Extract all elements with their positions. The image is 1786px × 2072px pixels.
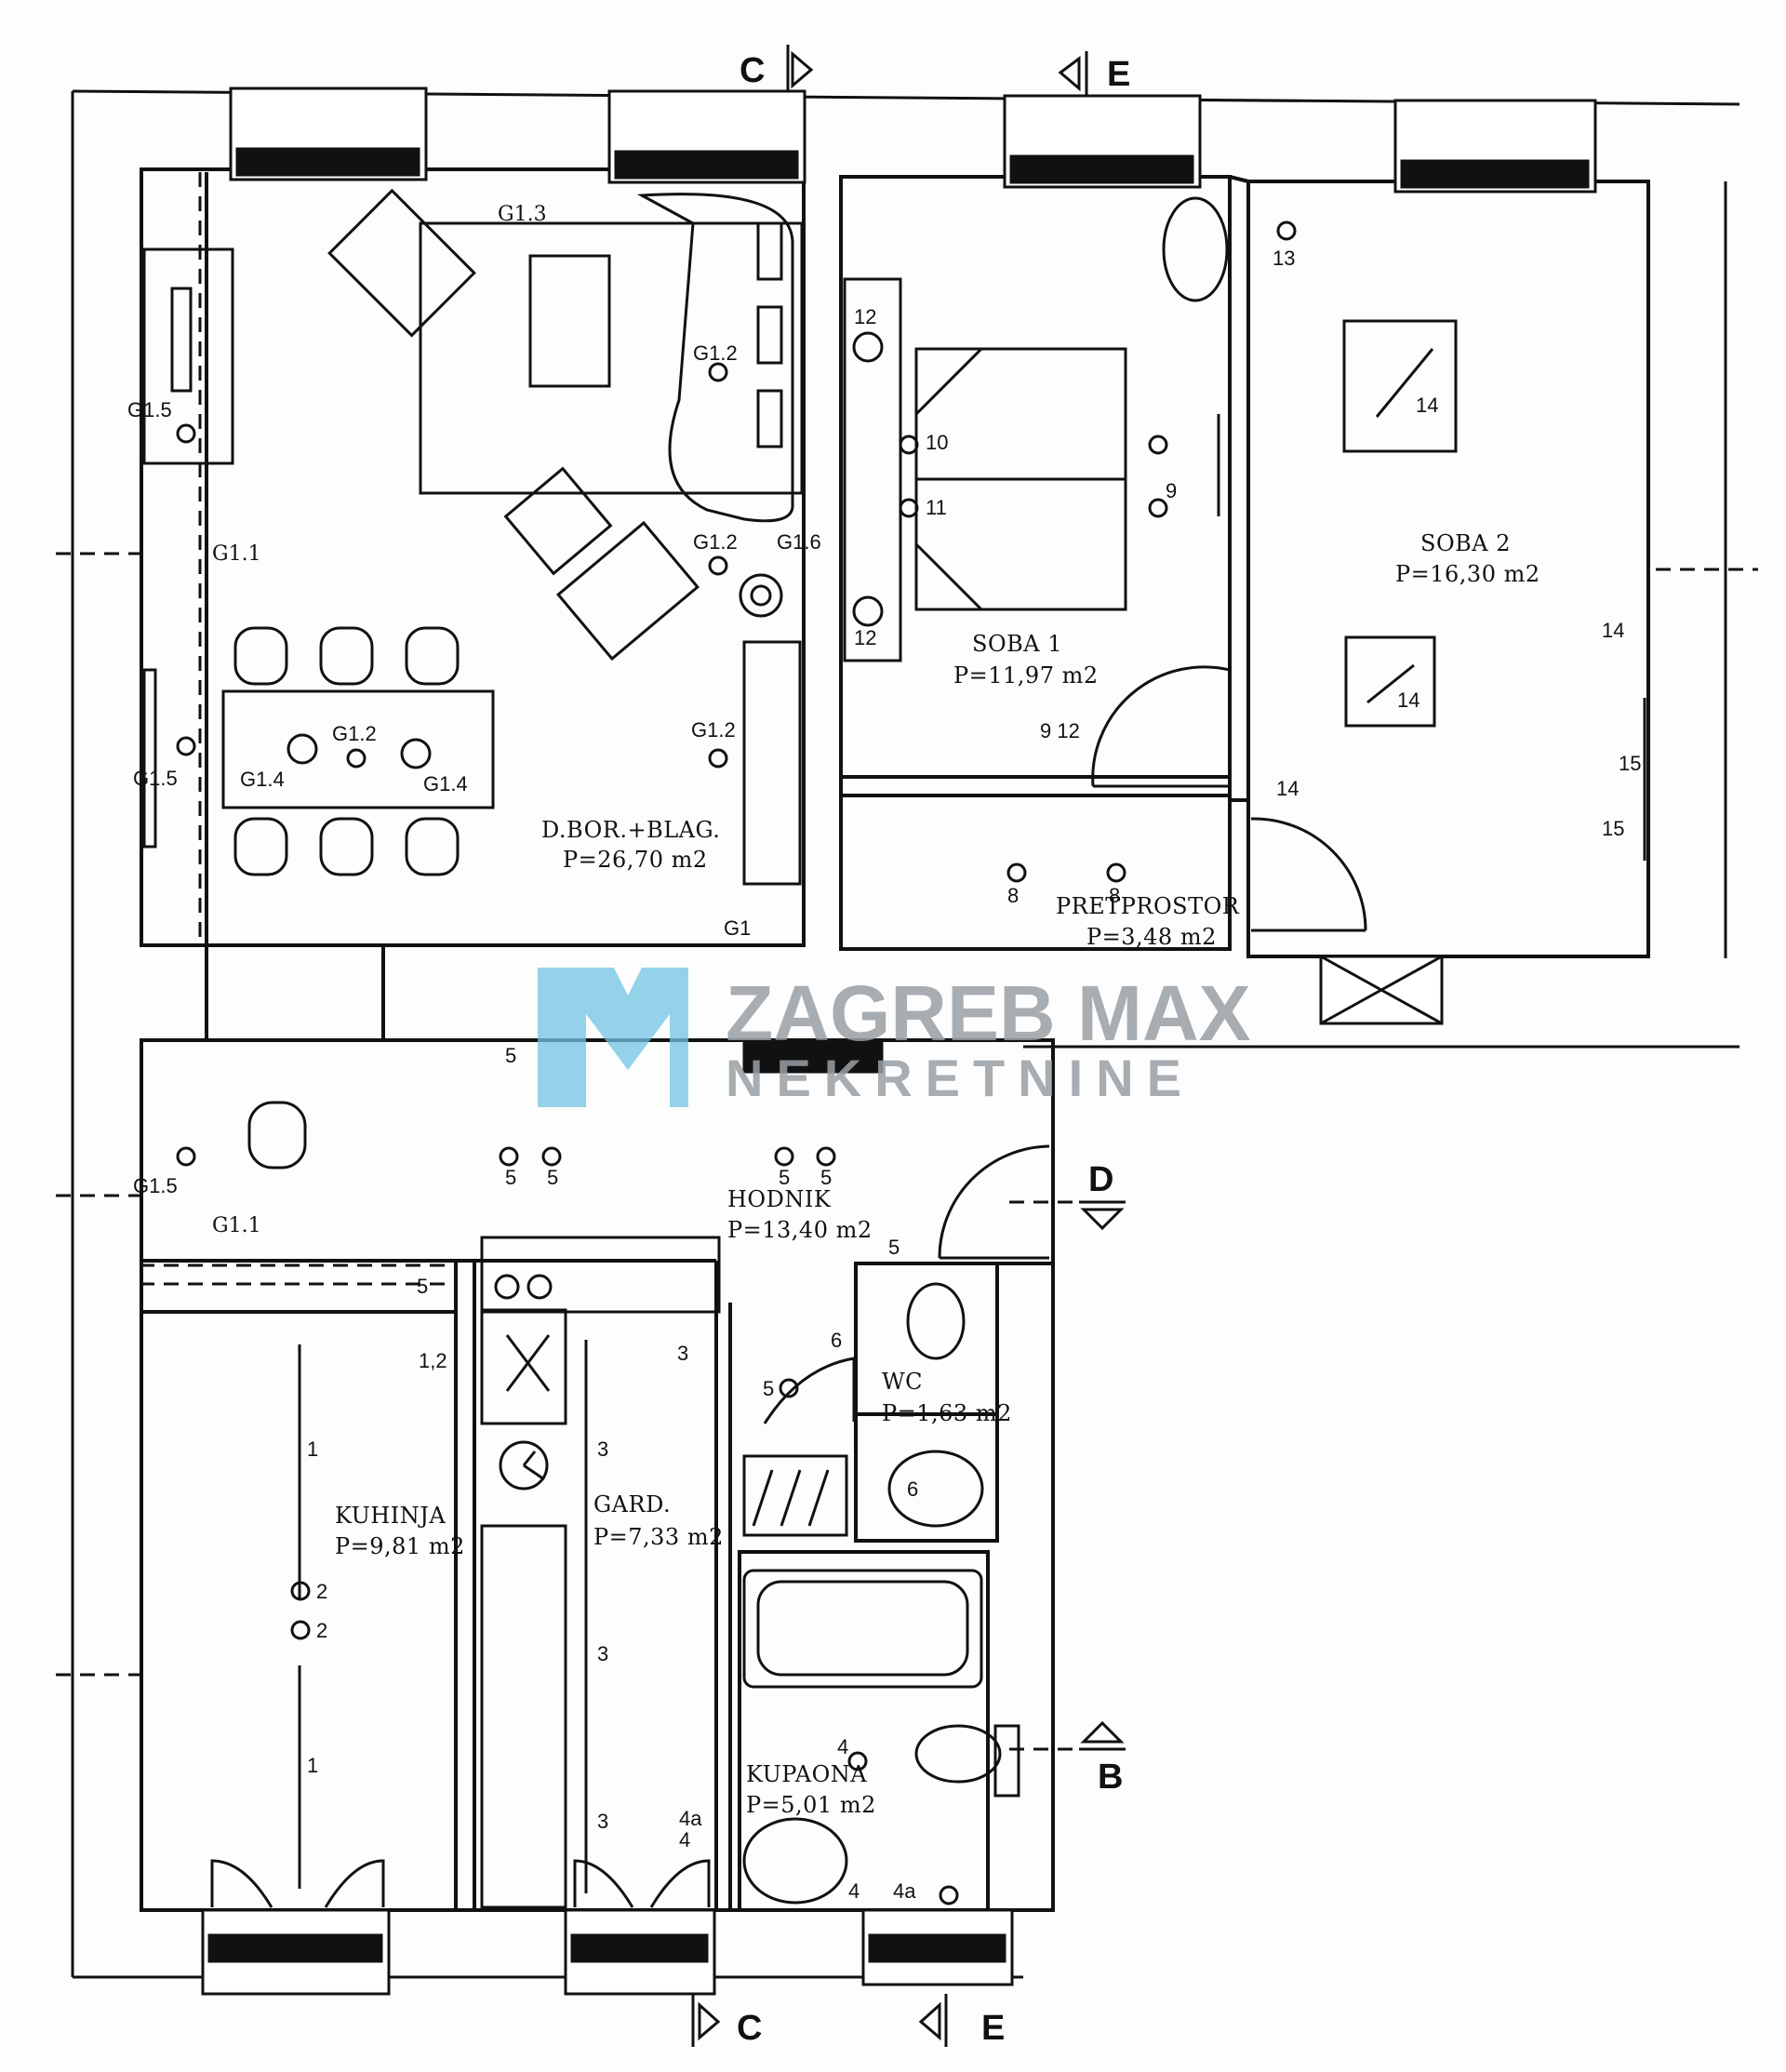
tag-14-c: 14	[1276, 777, 1299, 800]
tag-g11-b: G1.1	[212, 1214, 261, 1237]
hallway-area: P=13,40 m2	[727, 1217, 873, 1243]
tag-g12-b: G1.2	[693, 530, 738, 554]
hallway-furniture	[210, 1101, 1050, 1909]
tag-g15-b: G1.5	[133, 767, 178, 790]
bath-fixtures	[742, 1282, 1020, 1905]
tag-8-b: 8	[1109, 884, 1120, 907]
section-c-top: C	[740, 51, 765, 90]
tag-4-b: 4	[679, 1828, 690, 1851]
kitchen-area: P=9,81 m2	[335, 1533, 465, 1559]
bedroom2-furniture	[1250, 319, 1646, 932]
tag-6-a: 6	[907, 1477, 918, 1501]
tag-g12-c: G1.2	[691, 718, 736, 742]
bedroom1-furniture	[843, 196, 1231, 788]
tag-4a-b: 4a	[893, 1879, 916, 1903]
wc-name: WC	[882, 1369, 923, 1395]
fixture-tags: G1.3 G1.2 G1.2 G1.2 G1.2 G1.6 G1.1 G1.1 …	[127, 203, 1641, 1903]
bedroom2-area: P=16,30 m2	[1395, 561, 1540, 587]
section-e-top: E	[1107, 55, 1130, 94]
tag-5-b: 5	[547, 1166, 558, 1189]
tag-15-a: 15	[1619, 752, 1641, 775]
tag-g1: G1	[724, 916, 751, 940]
tag-g11-a: G1.1	[212, 542, 261, 566]
hallway-name: HODNIK	[727, 1186, 832, 1212]
tag-9-12: 9 12	[1040, 719, 1080, 742]
tag-8-a: 8	[1007, 884, 1019, 907]
dashed-lines	[56, 172, 1758, 1751]
watermark-line2: NEKRETNINE	[726, 1049, 1194, 1107]
section-e-bottom: E	[981, 2009, 1005, 2048]
section-c-bottom: C	[737, 2009, 762, 2048]
living-room-name: D.BOR.+BLAG.	[541, 817, 720, 843]
tag-5-e: 5	[505, 1044, 516, 1067]
bedroom1-area: P=11,97 m2	[953, 662, 1099, 688]
watermark-line1: ZAGREB MAX	[726, 969, 1251, 1057]
tag-9: 9	[1166, 479, 1177, 502]
tag-13: 13	[1273, 247, 1295, 270]
tag-15-b: 15	[1602, 817, 1624, 840]
tag-2-b: 2	[316, 1619, 327, 1642]
tag-g15-c: G1.5	[133, 1174, 178, 1197]
tag-2-a: 2	[316, 1580, 327, 1603]
tag-4-a: 4	[837, 1735, 848, 1758]
tag-g14-b: G1.4	[423, 772, 468, 795]
watermark-logo-icon	[538, 968, 688, 1107]
bathroom-area: P=5,01 m2	[746, 1792, 876, 1818]
tag-3-b: 3	[597, 1642, 608, 1665]
tag-g12-a: G1.2	[693, 341, 738, 365]
tag-1-2: 1,2	[419, 1349, 447, 1372]
section-marks	[691, 45, 1126, 2047]
entry-area: P=3,48 m2	[1086, 924, 1217, 950]
tag-3-d: 3	[677, 1342, 688, 1365]
tag-5-d: 5	[820, 1166, 832, 1189]
tag-4-c: 4	[848, 1879, 860, 1903]
tag-11: 11	[926, 496, 947, 519]
windows	[201, 87, 1597, 1996]
section-d: D	[1088, 1160, 1113, 1199]
tag-g15-a: G1.5	[127, 398, 172, 421]
living-furniture	[142, 188, 804, 886]
tag-3-c: 3	[597, 1810, 608, 1833]
tag-3-a: 3	[597, 1437, 608, 1461]
tag-4a-a: 4a	[679, 1807, 702, 1830]
tag-14-d: 14	[1602, 619, 1624, 642]
tag-14-b: 14	[1397, 688, 1419, 712]
tag-5-f: 5	[888, 1236, 900, 1259]
tag-12-b: 12	[854, 626, 876, 649]
wc-area: P=1,63 m2	[882, 1400, 1012, 1426]
wardrobe-area: P=7,33 m2	[593, 1524, 724, 1550]
tag-g14-a: G1.4	[240, 768, 285, 791]
tag-5-h: 5	[763, 1377, 774, 1400]
tag-10: 10	[926, 431, 948, 454]
kitchen-name: KUHINJA	[335, 1503, 446, 1529]
tag-6-b: 6	[831, 1329, 842, 1352]
section-b: B	[1098, 1758, 1123, 1797]
tag-g12-d: G1.2	[332, 722, 377, 745]
bedroom1-name: SOBA 1	[972, 631, 1062, 657]
tag-g13: G1.3	[498, 203, 547, 226]
watermark: ZAGREB MAX NEKRETNINE	[538, 968, 1251, 1107]
living-room-area: P=26,70 m2	[563, 847, 708, 873]
wardrobe-name: GARD.	[593, 1491, 671, 1517]
bedroom2-name: SOBA 2	[1420, 530, 1511, 556]
tag-14-a: 14	[1416, 394, 1438, 417]
bathroom-name: KUPAONA	[746, 1761, 867, 1787]
tag-1-b: 1	[307, 1754, 318, 1777]
tag-12-a: 12	[854, 305, 876, 328]
entry-name: PRETPROSTOR	[1056, 893, 1240, 919]
tag-1-a: 1	[307, 1437, 318, 1461]
tag-5-c: 5	[779, 1166, 790, 1189]
tag-5-g: 5	[417, 1275, 428, 1298]
fixture-markers	[176, 221, 1297, 1905]
tag-5-a: 5	[505, 1166, 516, 1189]
tag-g16: G1.6	[777, 530, 821, 554]
